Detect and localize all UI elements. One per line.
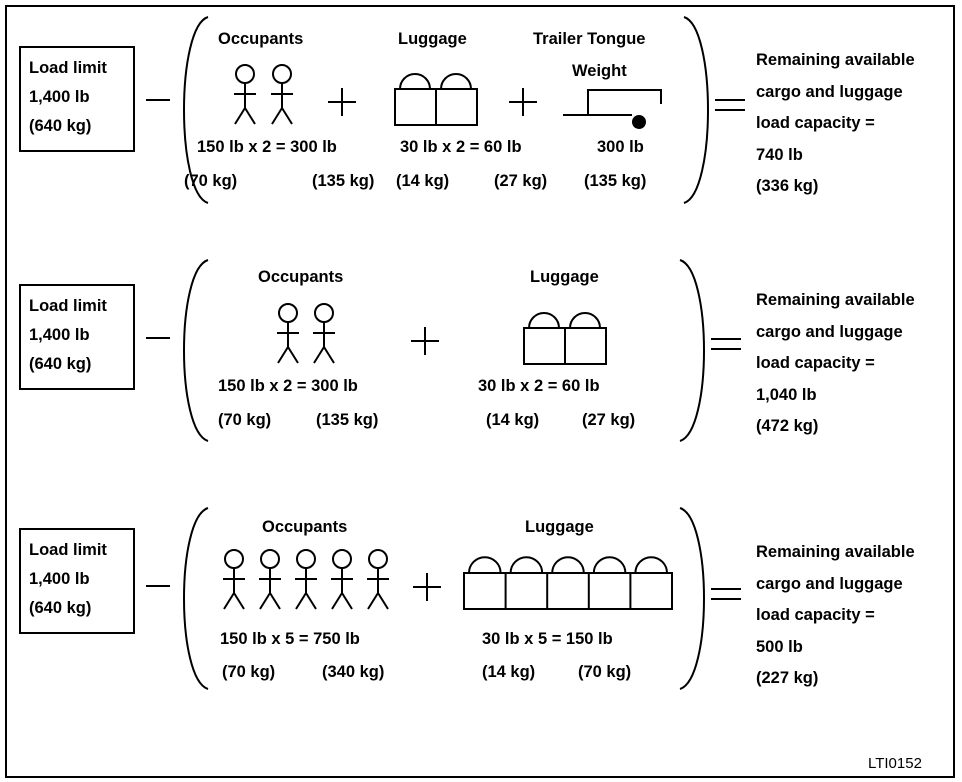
luggage-total-kg: (27 kg) — [494, 172, 548, 190]
equals-sign-icon — [715, 99, 745, 111]
equals-sign-icon — [711, 338, 741, 350]
occupant-total-kg: (135 kg) — [312, 172, 375, 190]
equals-sign-icon — [711, 588, 741, 600]
remaining-capacity-text: Remaining available cargo and luggage lo… — [756, 543, 915, 687]
luggage-label: Luggage — [398, 30, 467, 48]
person-icon — [277, 303, 299, 364]
load-limit-box — [19, 528, 135, 634]
luggage-icon — [463, 556, 673, 610]
luggage-total-kg: (27 kg) — [582, 411, 636, 429]
figure-code: LTI0152 — [868, 755, 922, 772]
luggage-unit-kg: (14 kg) — [482, 663, 536, 681]
occupants-calc: 150 lb x 2 = 300 lb — [218, 377, 358, 395]
left-paren-icon — [183, 259, 209, 442]
left-paren-icon — [183, 16, 209, 204]
minus-sign-icon — [146, 337, 170, 339]
luggage-icon — [394, 73, 478, 126]
person-icon — [331, 549, 353, 610]
load-limit-text: Load limit 1,400 lb (640 kg) — [29, 59, 107, 135]
occupants-calc: 150 lb x 2 = 300 lb — [197, 138, 337, 156]
plus-sign-icon — [328, 88, 356, 116]
occupants-calc: 150 lb x 5 = 750 lb — [220, 630, 360, 648]
right-paren-icon — [683, 16, 709, 204]
occupant-total-kg: (135 kg) — [316, 411, 379, 429]
left-paren-icon — [183, 507, 209, 690]
minus-sign-icon — [146, 585, 170, 587]
luggage-calc: 30 lb x 2 = 60 lb — [400, 138, 522, 156]
occupant-unit-kg: (70 kg) — [218, 411, 272, 429]
load-limit-box — [19, 284, 135, 390]
load-limit-text: Load limit 1,400 lb (640 kg) — [29, 541, 107, 617]
load-limit-box — [19, 46, 135, 152]
luggage-unit-kg: (14 kg) — [396, 172, 450, 190]
luggage-calc: 30 lb x 2 = 60 lb — [478, 377, 600, 395]
trailer-hitch-icon — [563, 89, 662, 129]
occupant-unit-kg: (70 kg) — [222, 663, 276, 681]
load-limit-text: Load limit 1,400 lb (640 kg) — [29, 297, 107, 373]
plus-sign-icon — [413, 573, 441, 601]
trailer-tongue-label: Trailer Tongue — [533, 30, 646, 48]
occupant-total-kg: (340 kg) — [322, 663, 385, 681]
person-icon — [271, 64, 293, 125]
luggage-label: Luggage — [530, 268, 599, 286]
occupants-label: Occupants — [262, 518, 348, 536]
person-icon — [295, 549, 317, 610]
remaining-capacity-text: Remaining available cargo and luggage lo… — [756, 51, 915, 195]
minus-sign-icon — [146, 99, 170, 101]
occupant-unit-kg: (70 kg) — [184, 172, 238, 190]
trailer-calc: 300 lb — [597, 138, 644, 156]
trailer-weight-label: Weight — [572, 62, 627, 80]
person-icon — [367, 549, 389, 610]
plus-sign-icon — [509, 88, 537, 116]
luggage-unit-kg: (14 kg) — [486, 411, 540, 429]
person-icon — [313, 303, 335, 364]
luggage-icon — [523, 312, 607, 365]
person-icon — [259, 549, 281, 610]
luggage-label: Luggage — [525, 518, 594, 536]
luggage-calc: 30 lb x 5 = 150 lb — [482, 630, 613, 648]
person-icon — [223, 549, 245, 610]
figure-frame — [5, 5, 955, 778]
trailer-total-kg: (135 kg) — [584, 172, 647, 190]
remaining-capacity-text: Remaining available cargo and luggage lo… — [756, 291, 915, 435]
plus-sign-icon — [411, 327, 439, 355]
occupants-label: Occupants — [218, 30, 304, 48]
right-paren-icon — [679, 259, 705, 442]
right-paren-icon — [679, 507, 705, 690]
person-icon — [234, 64, 256, 125]
luggage-total-kg: (70 kg) — [578, 663, 632, 681]
occupants-label: Occupants — [258, 268, 344, 286]
